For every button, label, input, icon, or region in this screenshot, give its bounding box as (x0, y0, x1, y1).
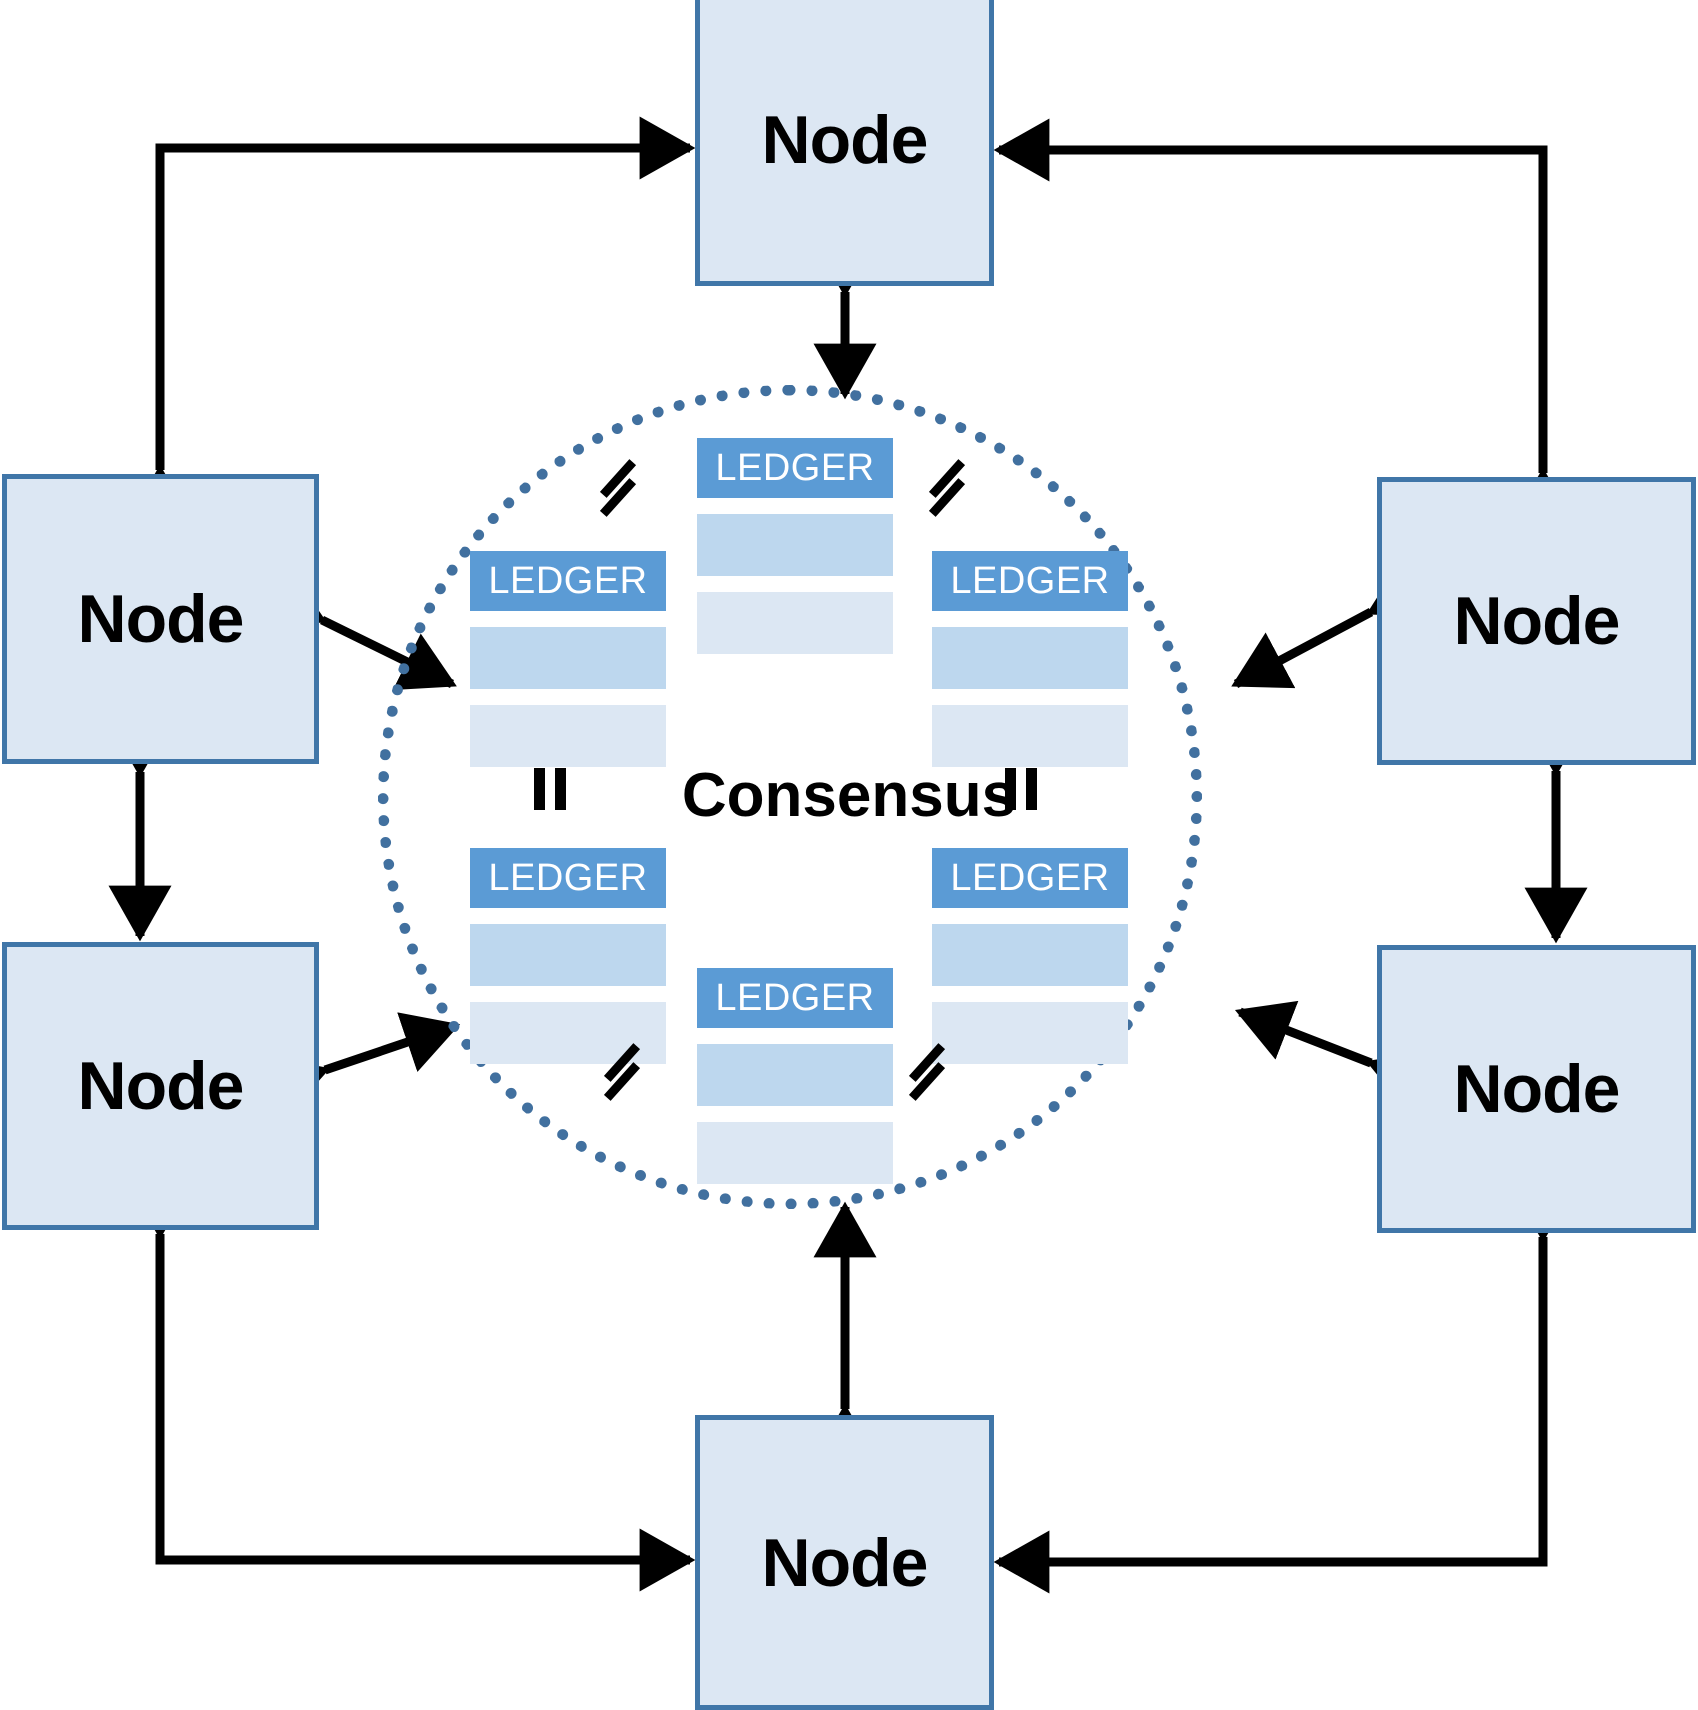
connector-righttop (993, 118, 1575, 524)
ledger-row-2 (697, 1122, 893, 1184)
node-label: Node (1453, 583, 1621, 659)
ledger-row-2 (932, 1002, 1128, 1064)
node-box-right-lower[interactable]: Node (1377, 945, 1696, 1233)
ledger-row-2 (470, 1002, 666, 1064)
equals-mark-mid-left (534, 768, 580, 814)
node-box-right-upper[interactable]: Node (1377, 477, 1696, 765)
ledger-row-1 (932, 924, 1128, 986)
ledger-card-bottom[interactable]: LEDGER (697, 968, 893, 1184)
ledger-card-lower-right[interactable]: LEDGER (932, 848, 1128, 1064)
ledger-header: LEDGER (932, 551, 1128, 611)
connector-rightupper-center (1231, 560, 1431, 689)
equals-mark-top-left (596, 459, 642, 520)
ledger-row-2 (697, 592, 893, 654)
ledger-header: LEDGER (470, 551, 666, 611)
ledger-row-1 (697, 1044, 893, 1106)
ledger-row-1 (697, 514, 893, 576)
equals-mark-bottom-left (600, 1043, 646, 1104)
ledger-card-top[interactable]: LEDGER (697, 438, 893, 654)
node-label: Node (761, 102, 929, 178)
ledger-row-1 (470, 924, 666, 986)
ledger-card-lower-left[interactable]: LEDGER (470, 848, 666, 1064)
node-box-bottom[interactable]: Node (695, 1415, 994, 1710)
consensus-label: Consensus (681, 761, 1017, 830)
equals-mark-top-right (925, 459, 971, 520)
ledger-row-2 (470, 705, 666, 767)
connector-lefttop (128, 116, 696, 521)
ledger-header: LEDGER (932, 848, 1128, 908)
ledger-row-2 (932, 705, 1128, 767)
ledger-header: LEDGER (470, 848, 666, 908)
ledger-card-upper-left[interactable]: LEDGER (470, 551, 666, 767)
ledger-card-upper-right[interactable]: LEDGER (932, 551, 1128, 767)
ledger-row-1 (470, 627, 666, 689)
node-label: Node (77, 1048, 245, 1124)
node-label: Node (1453, 1051, 1621, 1127)
consensus-boundary-circle (378, 385, 1202, 1209)
equals-mark-bottom-right (905, 1043, 951, 1104)
node-label: Node (77, 581, 245, 657)
node-box-top[interactable]: Node (695, 0, 994, 286)
connector-leftbottom (128, 1183, 696, 1592)
connector-rightlower-center (1234, 1000, 1430, 1111)
equals-mark-mid-right (1005, 768, 1051, 814)
node-box-left-lower[interactable]: Node (2, 942, 319, 1230)
ledger-header: LEDGER (697, 438, 893, 498)
connector-rightbottom (993, 1186, 1575, 1594)
node-box-left-upper[interactable]: Node (2, 474, 319, 764)
node-label: Node (761, 1524, 929, 1601)
connector-leftlower-center (267, 1012, 461, 1116)
ledger-header: LEDGER (697, 968, 893, 1028)
ledger-row-1 (932, 627, 1128, 689)
